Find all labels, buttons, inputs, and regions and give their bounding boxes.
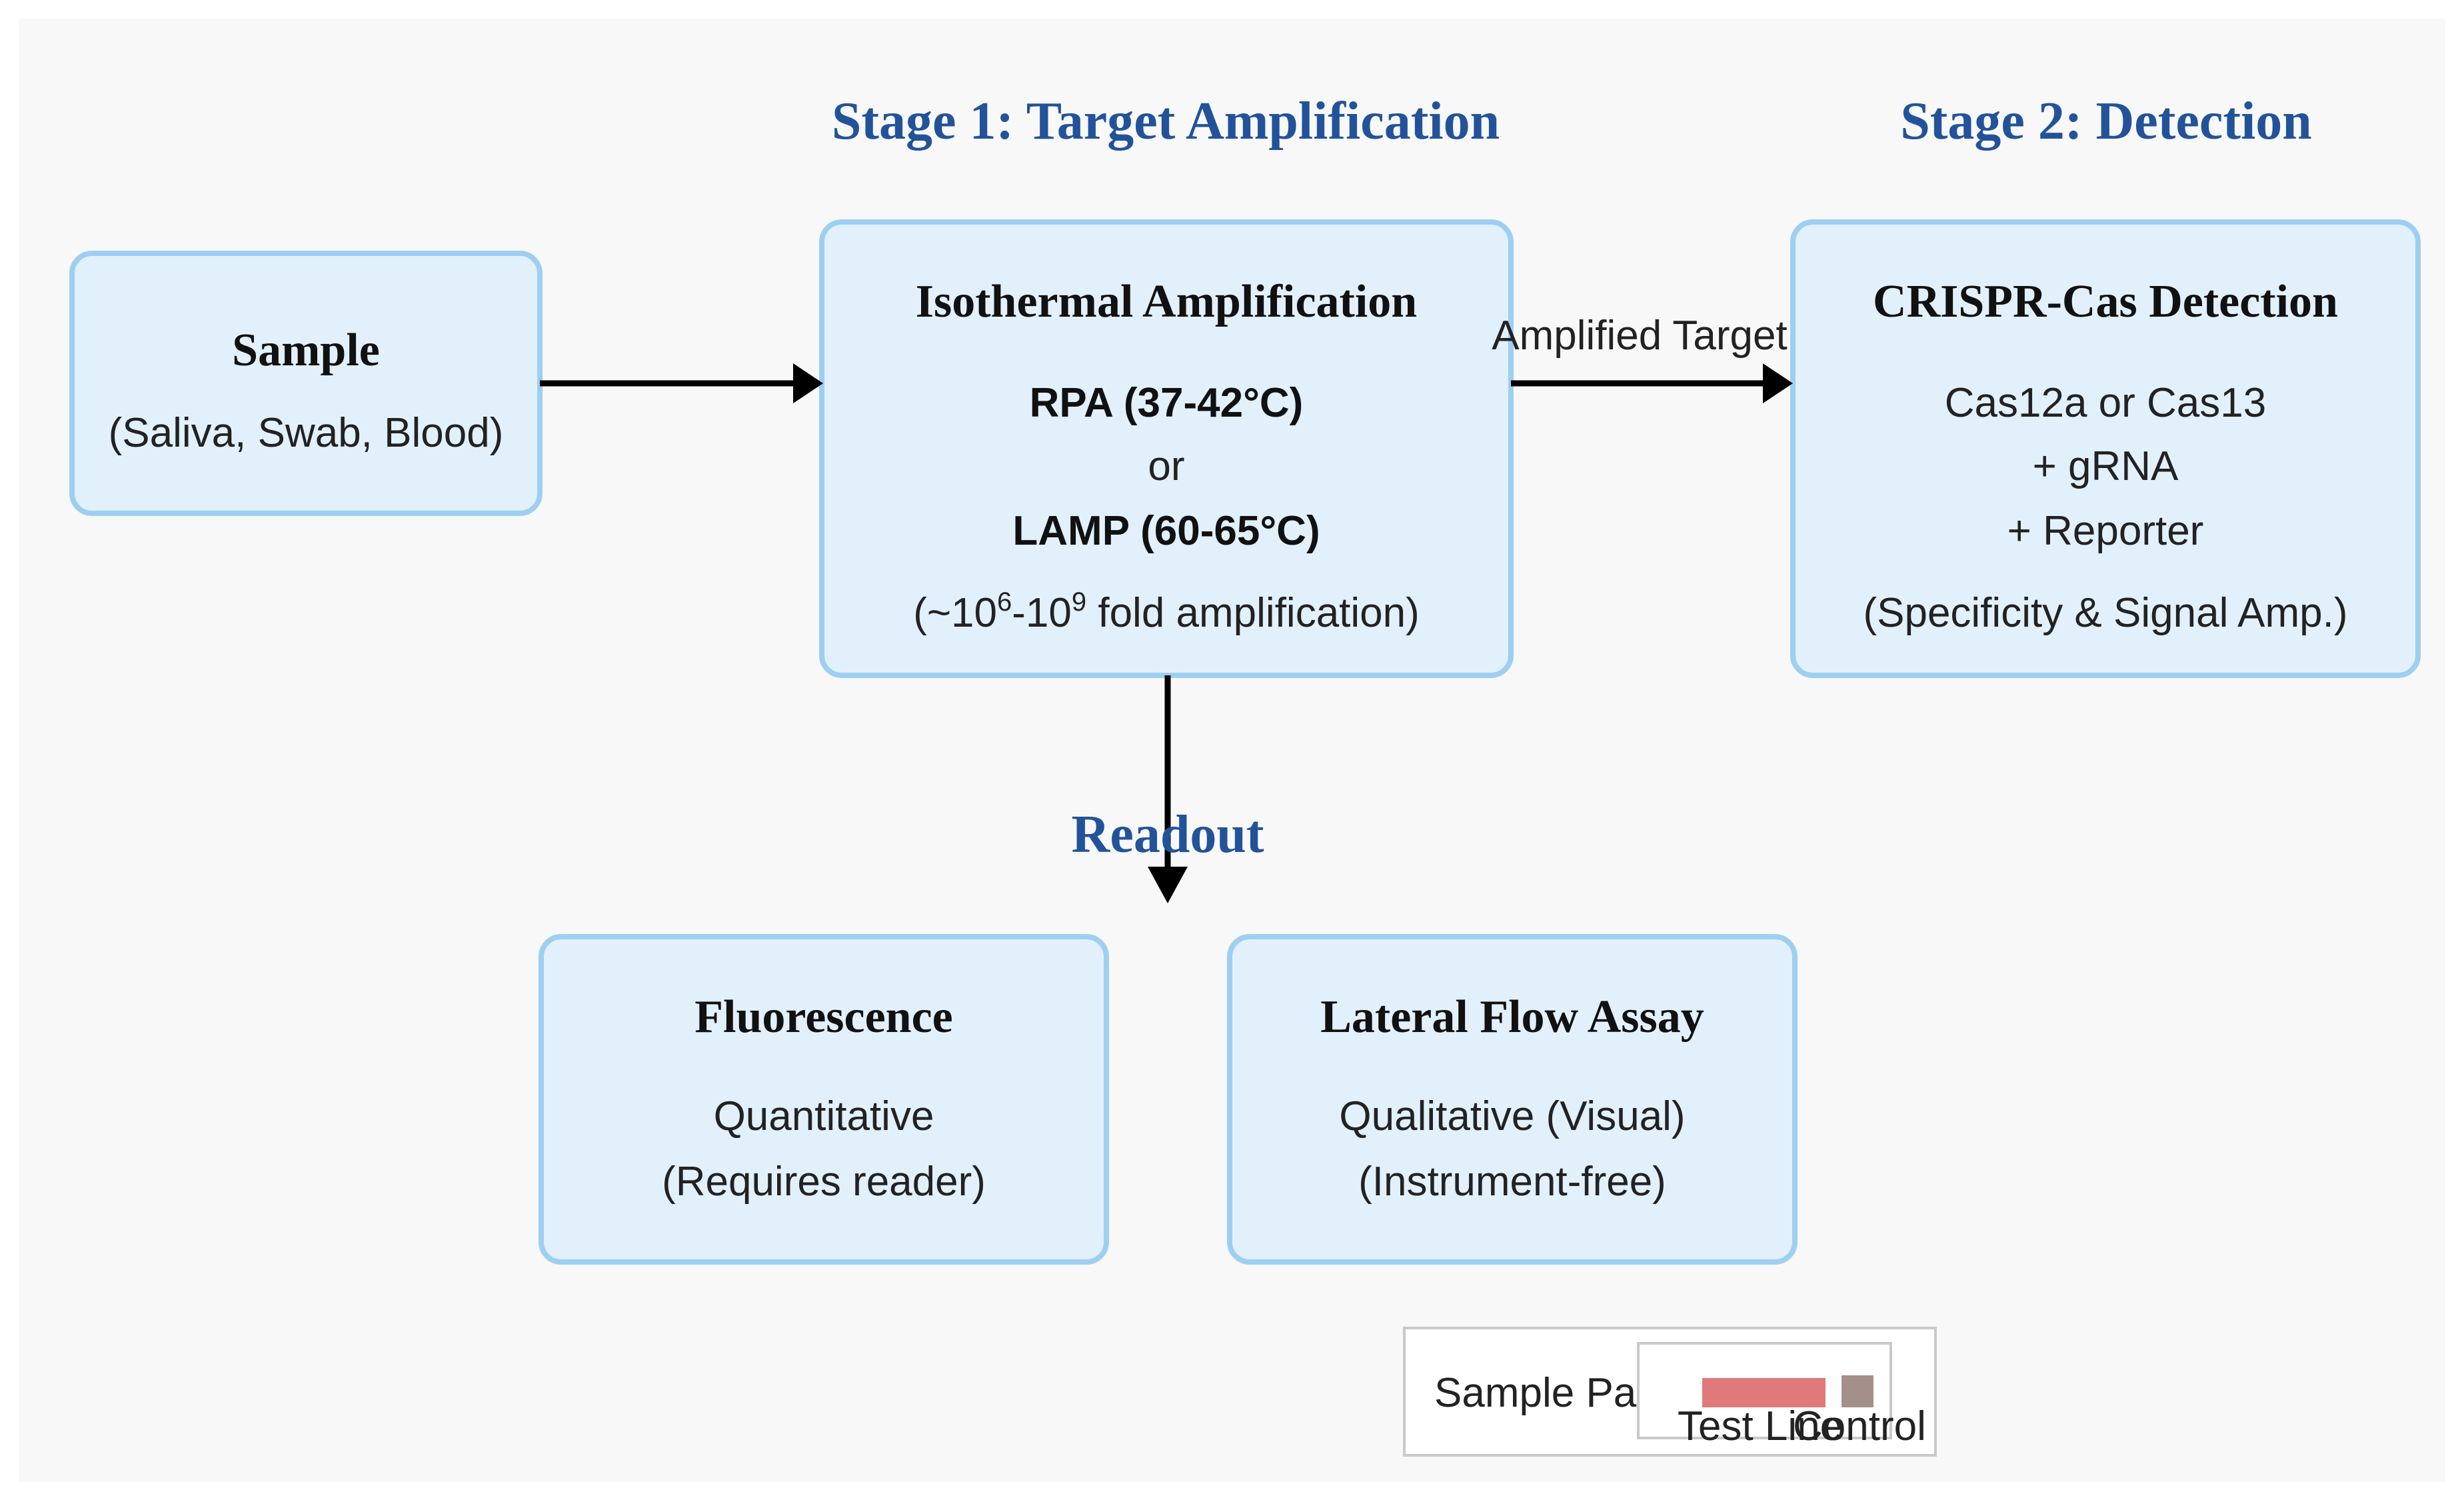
legend-sample-pad: Sample Pa bbox=[1434, 1370, 1637, 1416]
fluorescence-reader: (Requires reader) bbox=[662, 1159, 986, 1205]
legend-control-label: Control bbox=[1793, 1403, 1926, 1449]
lateral-flow-title: Lateral Flow Assay bbox=[1320, 991, 1704, 1043]
amplified-target-label: Amplified Target bbox=[1492, 313, 1787, 359]
stage1-heading: Stage 1: Target Amplification bbox=[832, 92, 1500, 151]
lateral-flow-instrument: (Instrument-free) bbox=[1358, 1159, 1666, 1205]
legend: Sample Pa Test Line Control bbox=[1403, 1327, 1937, 1457]
arrow-amplification-to-detection bbox=[1511, 363, 1793, 403]
amplification-rpa: RPA (37-42°C) bbox=[1030, 380, 1304, 426]
sample-subtitle: (Saliva, Swab, Blood) bbox=[109, 410, 504, 456]
detection-node: CRISPR-Cas Detection Cas12a or Cas13 + g… bbox=[1790, 219, 2421, 678]
lateral-flow-qualitative: Qualitative (Visual) bbox=[1339, 1093, 1685, 1139]
amplification-node: Isothermal Amplification RPA (37-42°C) o… bbox=[819, 219, 1514, 678]
detection-reporter: + Reporter bbox=[2007, 508, 2204, 554]
detection-grna: + gRNA bbox=[2033, 443, 2179, 489]
legend-control-swatch bbox=[1842, 1375, 1873, 1407]
amplification-lamp: LAMP (60-65°C) bbox=[1012, 508, 1320, 554]
sample-title: Sample bbox=[232, 325, 380, 376]
fluorescence-title: Fluorescence bbox=[694, 991, 952, 1043]
arrow-amplification-to-readout bbox=[1148, 675, 1188, 903]
amplification-title: Isothermal Amplification bbox=[916, 276, 1417, 327]
detection-cas: Cas12a or Cas13 bbox=[1945, 380, 2267, 426]
arrow-sample-to-amplification bbox=[540, 363, 823, 403]
fluorescence-quantitative: Quantitative bbox=[714, 1093, 934, 1139]
detection-title: CRISPR-Cas Detection bbox=[1873, 276, 2338, 327]
legend-test-line-swatch bbox=[1702, 1378, 1826, 1407]
amplification-fold: (~106-109 fold amplification) bbox=[913, 587, 1420, 636]
legend-test-line-label: Test Line bbox=[1678, 1403, 1843, 1449]
stage2-heading: Stage 2: Detection bbox=[1900, 92, 2312, 151]
fluorescence-node: Fluorescence Quantitative (Requires read… bbox=[539, 934, 1109, 1265]
amplification-or: or bbox=[1148, 443, 1184, 489]
lateral-flow-node: Lateral Flow Assay Qualitative (Visual) … bbox=[1227, 934, 1798, 1265]
sample-node: Sample (Saliva, Swab, Blood) bbox=[69, 251, 543, 516]
readout-heading: Readout bbox=[1072, 805, 1264, 864]
detection-specificity: (Specificity & Signal Amp.) bbox=[1863, 590, 2347, 636]
